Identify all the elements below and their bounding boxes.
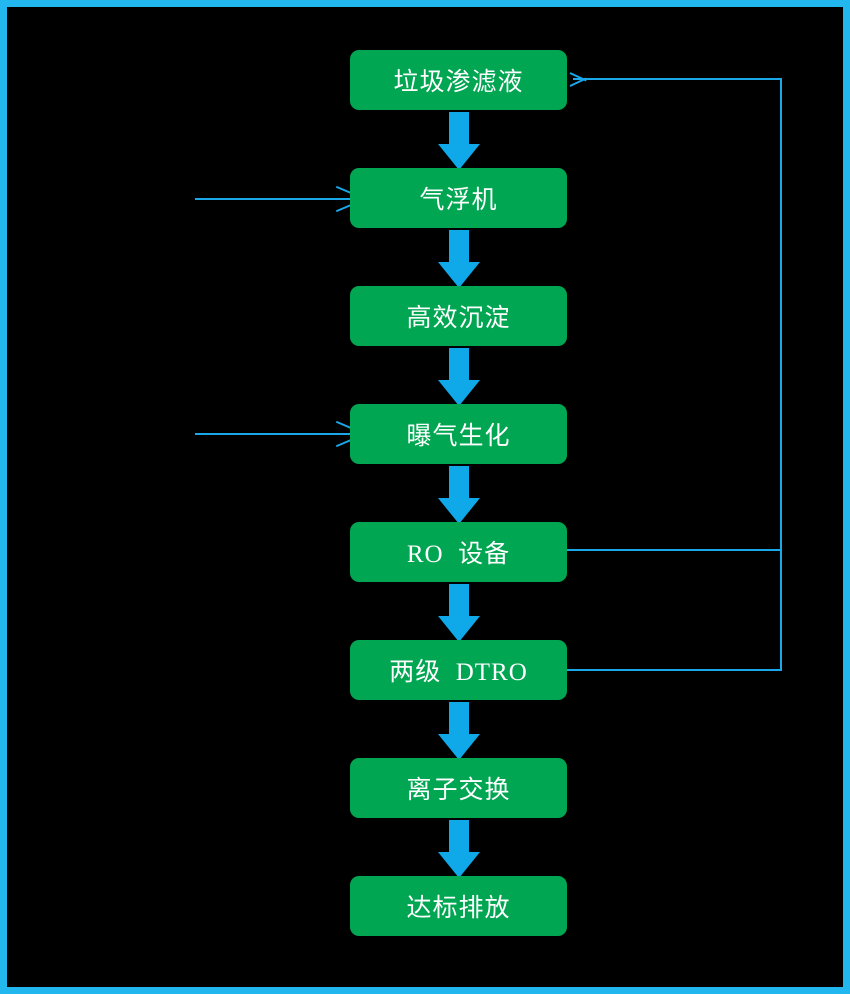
arrow-shaft [449,820,469,854]
arrow-head [438,616,480,642]
flow-arrow-leachate-to-flotation [438,112,480,170]
arrow-head [438,144,480,170]
flow-arrow-aeration-to-ro [438,466,480,524]
input-arrow-flotation-line [195,198,351,200]
recirc-line-dtro-horizontal [567,669,782,671]
flow-arrow-ro-to-dtro [438,584,480,642]
arrow-shaft [449,348,469,382]
node-flotation[interactable]: 气浮机 [350,168,567,228]
frame-border-bottom [0,987,850,994]
node-leachate[interactable]: 垃圾渗滤液 [350,50,567,110]
arrow-head [438,734,480,760]
flow-arrow-flotation-to-sedimentation [438,230,480,288]
frame-border-top [0,0,850,7]
arrow-shaft [449,466,469,500]
arrow-head [438,498,480,524]
frame-border-left [0,0,7,994]
input-arrow-flotation [195,185,352,213]
flow-arrow-dtro-to-ion-exchange [438,702,480,760]
node-ion-exchange[interactable]: 离子交换 [350,758,567,818]
recirc-line-top-horizontal [573,78,782,80]
arrow-head [438,380,480,406]
flow-arrow-sedimentation-to-aeration [438,348,480,406]
node-ro[interactable]: RO 设备 [350,522,567,582]
node-aeration[interactable]: 曝气生化 [350,404,567,464]
arrow-head [438,262,480,288]
node-dtro[interactable]: 两级 DTRO [350,640,567,700]
input-arrow-aeration [195,420,352,448]
recirc-line-ro-horizontal [567,549,782,551]
node-discharge[interactable]: 达标排放 [350,876,567,936]
recirc-line-vertical [780,78,782,671]
arrow-shaft [449,230,469,264]
arrow-shaft [449,702,469,736]
arrow-shaft [449,112,469,146]
node-sedimentation[interactable]: 高效沉淀 [350,286,567,346]
arrow-shaft [449,584,469,618]
flow-arrow-ion-exchange-to-discharge [438,820,480,878]
arrow-head [438,852,480,878]
frame-border-right [843,0,850,994]
input-arrow-aeration-line [195,433,351,435]
